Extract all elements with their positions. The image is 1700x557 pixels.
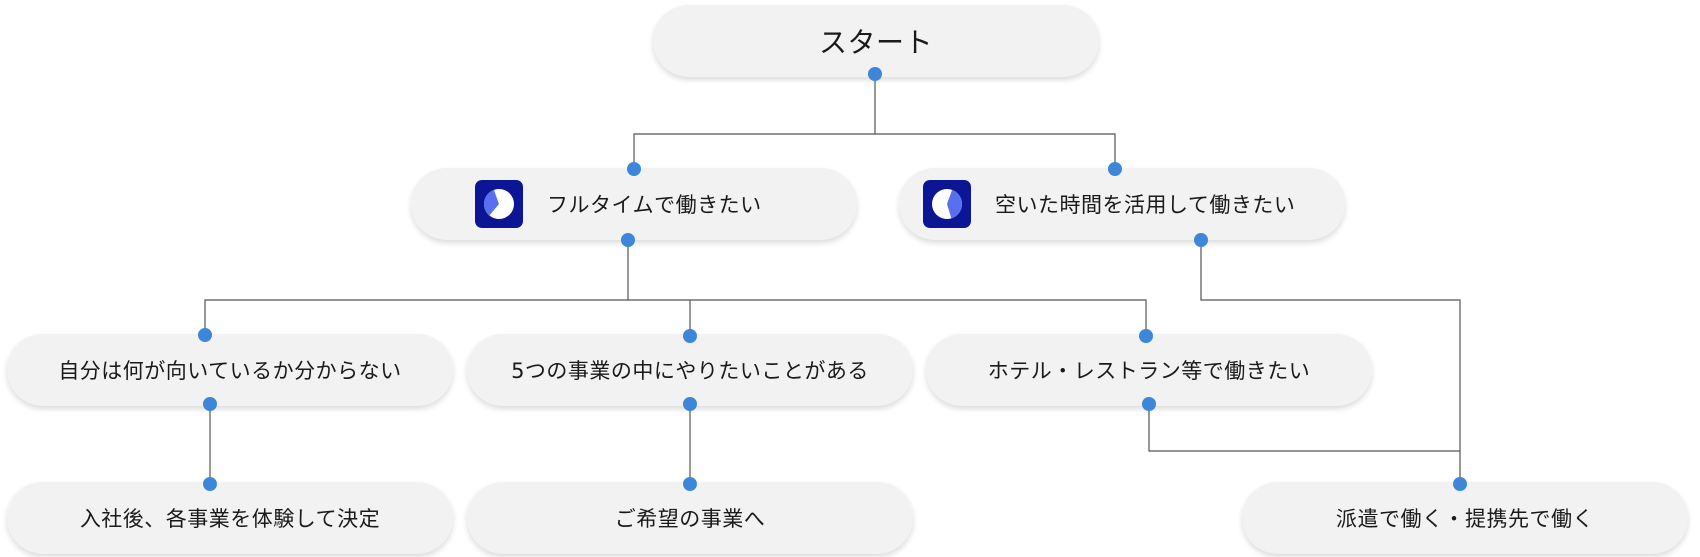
line-fulltime-to-children [204,240,629,334]
connector-dot [198,328,212,342]
node-preferred-business: ご希望の事業へ [467,482,913,554]
node-hotel-restaurant: ホテル・レストラン等で働きたい [926,334,1372,406]
node-experience-then-decide-label: 入社後、各事業を体験して決定 [79,507,381,531]
connector-dot [683,397,697,411]
node-fulltime: フルタイムで働きたい [411,168,857,240]
node-preferred-business-label: ご希望の事業へ [614,507,766,531]
line-fulltime-to-preference [628,299,691,336]
node-spare-time-label: 空いた時間を活用して働きたい [995,193,1296,217]
node-start: スタート [653,5,1099,77]
connector-dot [868,67,882,81]
connector-dot [1453,477,1467,491]
line-spare-to-dispatch [1200,240,1461,484]
connector-dot [621,233,635,247]
node-has-preference-label: 5つの事業の中にやりたいことがある [511,359,869,383]
connector-dot [683,477,697,491]
clock-pie-icon [475,180,523,228]
node-undecided: 自分は何が向いているか分からない [7,334,453,406]
clock-pie-icon [923,180,971,228]
line-fulltime-to-hotel [690,299,1147,336]
connector-dot [1139,329,1153,343]
node-has-preference: 5つの事業の中にやりたいことがある [467,334,913,406]
node-dispatch-partner-label: 派遣で働く・提携先で働く [1336,507,1594,531]
node-dispatch-partner: 派遣で働く・提携先で働く [1242,482,1688,554]
connector-dot [1142,397,1156,411]
node-experience-then-decide: 入社後、各事業を体験して決定 [7,482,453,554]
node-spare-time: 空いた時間を活用して働きたい [899,168,1345,240]
node-fulltime-label: フルタイムで働きたい [547,193,762,217]
line-start-to-branches [633,74,876,168]
connector-dot [1108,162,1122,176]
node-undecided-label: 自分は何が向いているか分からない [58,359,402,383]
connector-dot [627,162,641,176]
node-start-label: スタート [818,26,933,59]
connector-dot [203,397,217,411]
connector-dot [683,329,697,343]
connector-dot [203,477,217,491]
line-start-to-spare-time [875,133,1116,168]
node-hotel-restaurant-label: ホテル・レストラン等で働きたい [987,359,1311,383]
connector-dot [1194,233,1208,247]
line-hotel-to-dispatch [1148,404,1460,452]
